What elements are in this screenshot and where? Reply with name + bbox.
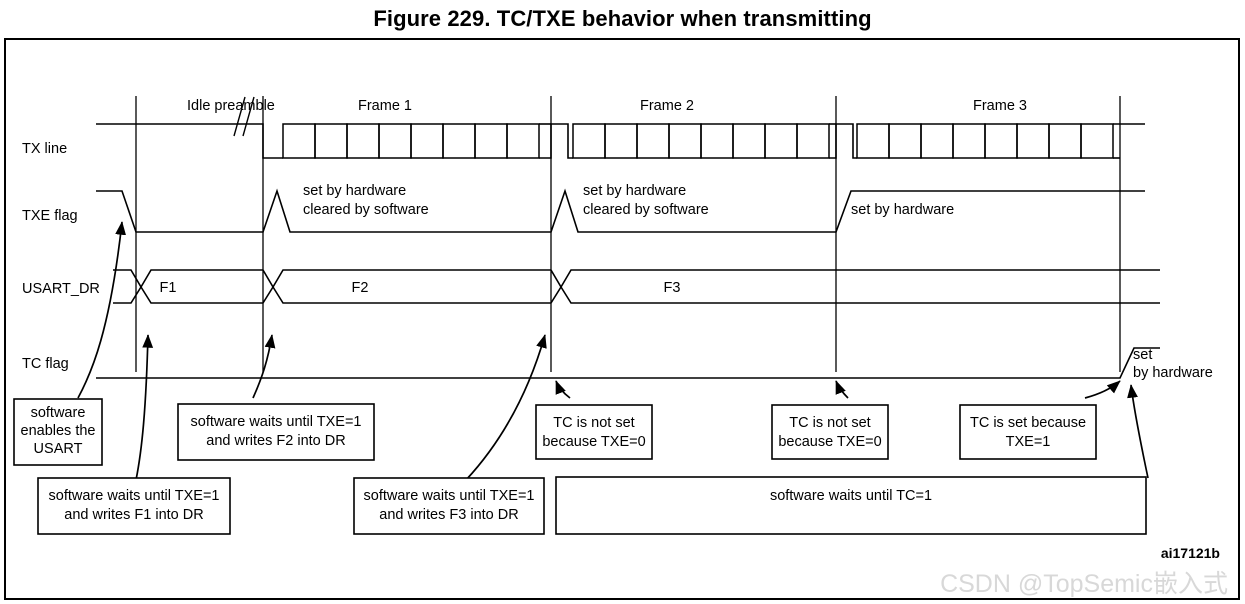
txe-flag-waveform xyxy=(96,188,1145,233)
annotation-waits-tc[interactable]: software waits until TC=1 xyxy=(555,476,1147,535)
arrow-tc-not-set-1 xyxy=(555,380,571,399)
figure-id-label: ai17121b xyxy=(1161,545,1220,561)
signal-label-txe-flag: TXE flag xyxy=(22,208,78,224)
annotation-line: and writes F3 into DR xyxy=(379,507,518,523)
arrow-software-enables-usart xyxy=(77,221,126,399)
timeline-label-frame-3: Frame 3 xyxy=(973,98,1027,114)
annotation-line: software waits until TXE=1 xyxy=(364,488,535,504)
annotation-line: and writes F1 into DR xyxy=(64,507,203,523)
annotation-line: because TXE=0 xyxy=(542,434,645,450)
arrow-waits-f2 xyxy=(252,334,276,399)
annotation-line: software waits until TXE=1 xyxy=(49,488,220,504)
annotation-line: software waits until TC=1 xyxy=(770,488,932,504)
usart-dr-value-f1: F1 xyxy=(160,280,177,296)
annotation-software-enables-usart[interactable]: software enables the USART xyxy=(13,398,103,466)
arrow-tc-is-set xyxy=(1084,380,1121,399)
tx-line-frame1-cells xyxy=(282,123,540,159)
usart-dr-f1-bottom xyxy=(140,286,263,304)
annotation-line: TC is not set xyxy=(553,415,634,431)
break-mark-icon xyxy=(233,96,255,137)
arrow-tc-not-set-2 xyxy=(835,380,849,399)
tx-line-frame2-stop xyxy=(829,123,857,159)
annotation-waits-txe-writes-f3[interactable]: software waits until TXE=1 and writes F3… xyxy=(353,477,545,535)
tc-note-line-1: set xyxy=(1133,347,1152,363)
tx-line-idle-segment xyxy=(96,123,283,159)
signal-label-tx-line: TX line xyxy=(22,141,67,157)
tx-line-frame2-cells xyxy=(572,123,830,159)
annotation-line: TC is set because xyxy=(970,415,1086,431)
arrow-waits-f3 xyxy=(465,334,547,481)
annotation-line: software waits until TXE=1 xyxy=(191,414,362,430)
annotation-line: software xyxy=(31,405,86,421)
tc-note-line-2: by hardware xyxy=(1133,365,1213,381)
arrow-waits-f1 xyxy=(135,334,154,481)
tc-flag-waveform xyxy=(96,347,1160,379)
tx-line-frame1-stop xyxy=(539,123,573,159)
usart-dr-left-stub xyxy=(113,269,142,304)
usart-dr-f3-bottom xyxy=(560,286,1160,304)
usart-dr-f3-top xyxy=(560,269,1160,288)
txe-note-1-line-1: set by hardware xyxy=(303,183,406,199)
signal-label-tc-flag: TC flag xyxy=(22,356,69,372)
txe-note-3: set by hardware xyxy=(851,202,954,218)
annotation-tc-not-set-1[interactable]: TC is not set because TXE=0 xyxy=(535,404,653,460)
annotation-line: because TXE=0 xyxy=(778,434,881,450)
usart-dr-f1-f2-cross-left xyxy=(262,269,274,304)
annotation-line: enables the xyxy=(21,423,96,439)
usart-dr-value-f2: F2 xyxy=(352,280,369,296)
timeline-label-frame-1: Frame 1 xyxy=(358,98,412,114)
timeline-label-frame-2: Frame 2 xyxy=(640,98,694,114)
annotation-line: TXE=1 xyxy=(1006,434,1051,450)
annotation-line: TC is not set xyxy=(789,415,870,431)
annotation-tc-not-set-2[interactable]: TC is not set because TXE=0 xyxy=(771,404,889,460)
annotation-line: and writes F2 into DR xyxy=(206,433,345,449)
figure-border xyxy=(4,38,1240,600)
usart-dr-f2-bottom xyxy=(272,286,551,304)
usart-dr-f2-top xyxy=(272,269,551,288)
annotation-line: USART xyxy=(34,441,83,457)
usart-dr-value-f3: F3 xyxy=(664,280,681,296)
txe-note-2-line-1: set by hardware xyxy=(583,183,686,199)
annotation-waits-txe-writes-f1[interactable]: software waits until TXE=1 and writes F1… xyxy=(37,477,231,535)
txe-note-2-line-2: cleared by software xyxy=(583,202,709,218)
tx-line-frame3-cells xyxy=(856,123,1114,159)
arrow-waits-tc xyxy=(1127,384,1149,479)
page-title: Figure 229. TC/TXE behavior when transmi… xyxy=(373,6,872,31)
timeline-label-idle-preamble: Idle preamble xyxy=(187,98,275,114)
annotation-tc-is-set[interactable]: TC is set because TXE=1 xyxy=(959,404,1097,460)
annotation-waits-txe-writes-f2[interactable]: software waits until TXE=1 and writes F2… xyxy=(177,403,375,461)
usart-dr-f1-top xyxy=(140,269,263,288)
usart-dr-f2-f3-cross-left xyxy=(550,269,562,304)
txe-note-1-line-2: cleared by software xyxy=(303,202,429,218)
signal-label-usart-dr: USART_DR xyxy=(22,281,100,297)
watermark-text: CSDN @TopSemic嵌入式 xyxy=(940,570,1228,598)
